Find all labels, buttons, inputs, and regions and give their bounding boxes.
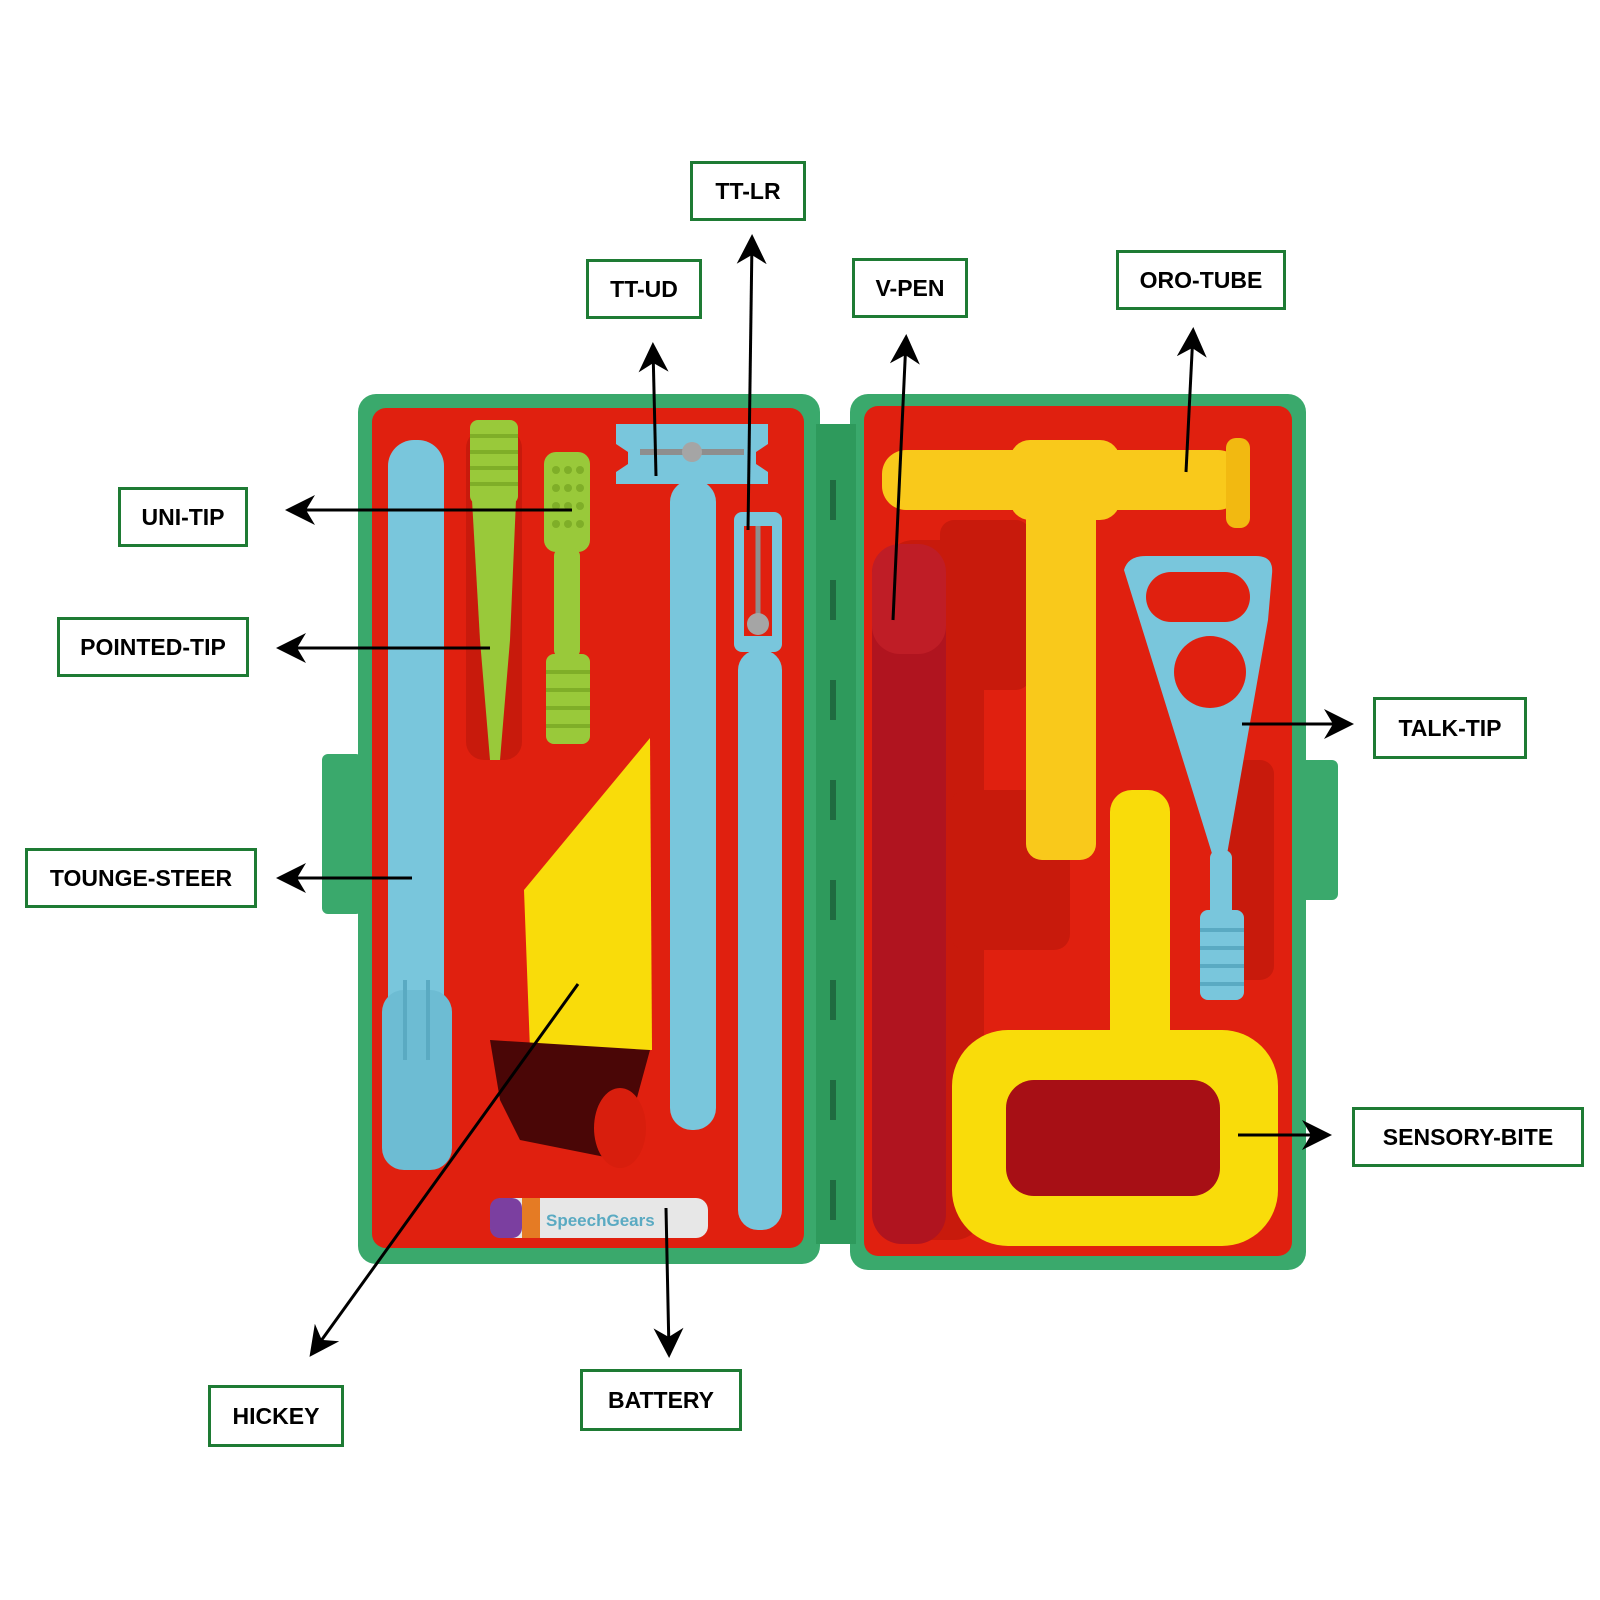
sensory-bite-tool: [952, 790, 1278, 1246]
arrow-icon: [889, 334, 920, 621]
oro-tube-tool: [882, 438, 1250, 860]
arrow-icon: [1176, 327, 1207, 473]
label-oro-tube: ORO-TUBE: [1116, 250, 1286, 310]
hinge-marks: [830, 480, 836, 1220]
hinge-strip: [816, 424, 856, 1244]
battery-tool: SpeechGears: [490, 1198, 708, 1238]
label-tt-ud: TT-UD: [586, 259, 702, 319]
label-pointed-tip: POINTED-TIP: [57, 617, 249, 677]
arrow-icon: [736, 234, 767, 531]
tounge-steer-tool: [382, 440, 452, 1170]
label-talk-tip: TALK-TIP: [1373, 697, 1527, 759]
uni-tip-tool: [544, 452, 590, 744]
label-sensory-bite: SENSORY-BITE: [1352, 1107, 1584, 1167]
hickey-tool: [490, 738, 652, 1168]
arrow-icon: [638, 342, 669, 477]
label-v-pen: V-PEN: [852, 258, 968, 318]
battery-brand-print: SpeechGears: [546, 1211, 655, 1230]
label-battery: BATTERY: [580, 1369, 742, 1431]
arrow-icon: [309, 983, 580, 1357]
talk-tip-tool: [1124, 556, 1273, 1000]
label-hickey: HICKEY: [208, 1385, 344, 1447]
label-tounge-steer: TOUNGE-STEER: [25, 848, 257, 908]
right-latch: [1300, 760, 1338, 900]
leader-arrows: [276, 234, 1354, 1358]
pointed-tip-tool: [470, 420, 518, 760]
label-uni-tip: UNI-TIP: [118, 487, 248, 547]
label-tt-lr: TT-LR: [690, 161, 806, 221]
arrow-icon: [653, 1207, 684, 1358]
v-pen-tool: [872, 544, 946, 1244]
tt-lr-tool: [734, 512, 782, 1230]
left-handle: [322, 754, 362, 914]
